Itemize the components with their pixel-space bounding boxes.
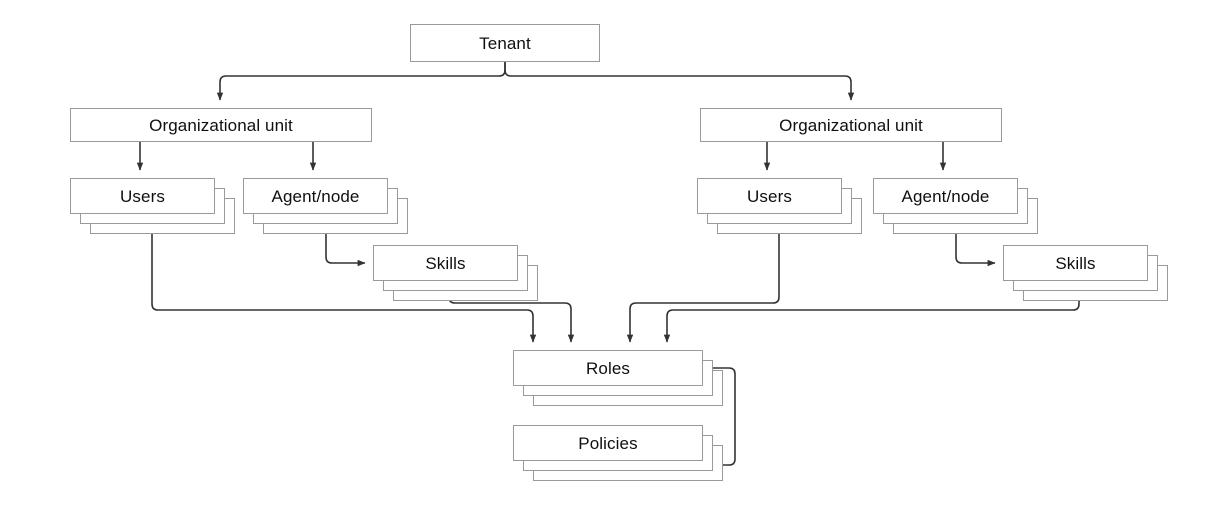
node-agent-node-left-label: Agent/node [271,186,360,206]
node-tenant[interactable]: Tenant [410,24,600,62]
edge-agents-right-to-skills-right [955,234,996,267]
node-users-left[interactable]: Users [70,178,235,234]
node-organizational-unit-right[interactable]: Organizational unit [700,108,1002,142]
node-agent-node-left[interactable]: Agent/node [243,178,408,234]
node-roles-card: Roles [513,350,703,386]
edge-tenant-to-ou-left [216,62,506,101]
node-agent-node-left-card: Agent/node [243,178,388,214]
node-users-right[interactable]: Users [697,178,862,234]
node-policies-card: Policies [513,425,703,461]
edge-users-left-to-roles [151,234,537,343]
node-agent-node-right-card: Agent/node [873,178,1018,214]
edge-agents-left-to-skills-left [325,234,366,267]
edge-tenant-to-ou-right [504,62,855,101]
node-users-right-card: Users [697,178,842,214]
node-organizational-unit-right-label: Organizational unit [779,115,923,135]
node-agent-node-right[interactable]: Agent/node [873,178,1038,234]
node-users-right-label: Users [747,186,792,206]
node-roles[interactable]: Roles [513,350,723,406]
node-organizational-unit-left[interactable]: Organizational unit [70,108,372,142]
node-tenant-card: Tenant [410,24,600,62]
edge-roles-to-policies [712,367,736,469]
node-skills-right-label: Skills [1055,253,1096,273]
node-skills-left-card: Skills [373,245,518,281]
node-skills-right-card: Skills [1003,245,1148,281]
node-skills-right[interactable]: Skills [1003,245,1168,301]
node-roles-label: Roles [586,358,630,378]
node-skills-left-label: Skills [425,253,466,273]
node-organizational-unit-right-card: Organizational unit [700,108,1002,142]
node-policies-label: Policies [578,433,638,453]
node-organizational-unit-left-card: Organizational unit [70,108,372,142]
node-users-left-label: Users [120,186,165,206]
node-organizational-unit-left-label: Organizational unit [149,115,293,135]
node-skills-left[interactable]: Skills [373,245,538,301]
edge-skills-right-to-roles [663,291,1080,343]
node-users-left-card: Users [70,178,215,214]
node-agent-node-right-label: Agent/node [901,186,990,206]
edge-users-right-to-roles [626,234,780,343]
node-tenant-label: Tenant [479,33,531,53]
node-policies[interactable]: Policies [513,425,723,481]
